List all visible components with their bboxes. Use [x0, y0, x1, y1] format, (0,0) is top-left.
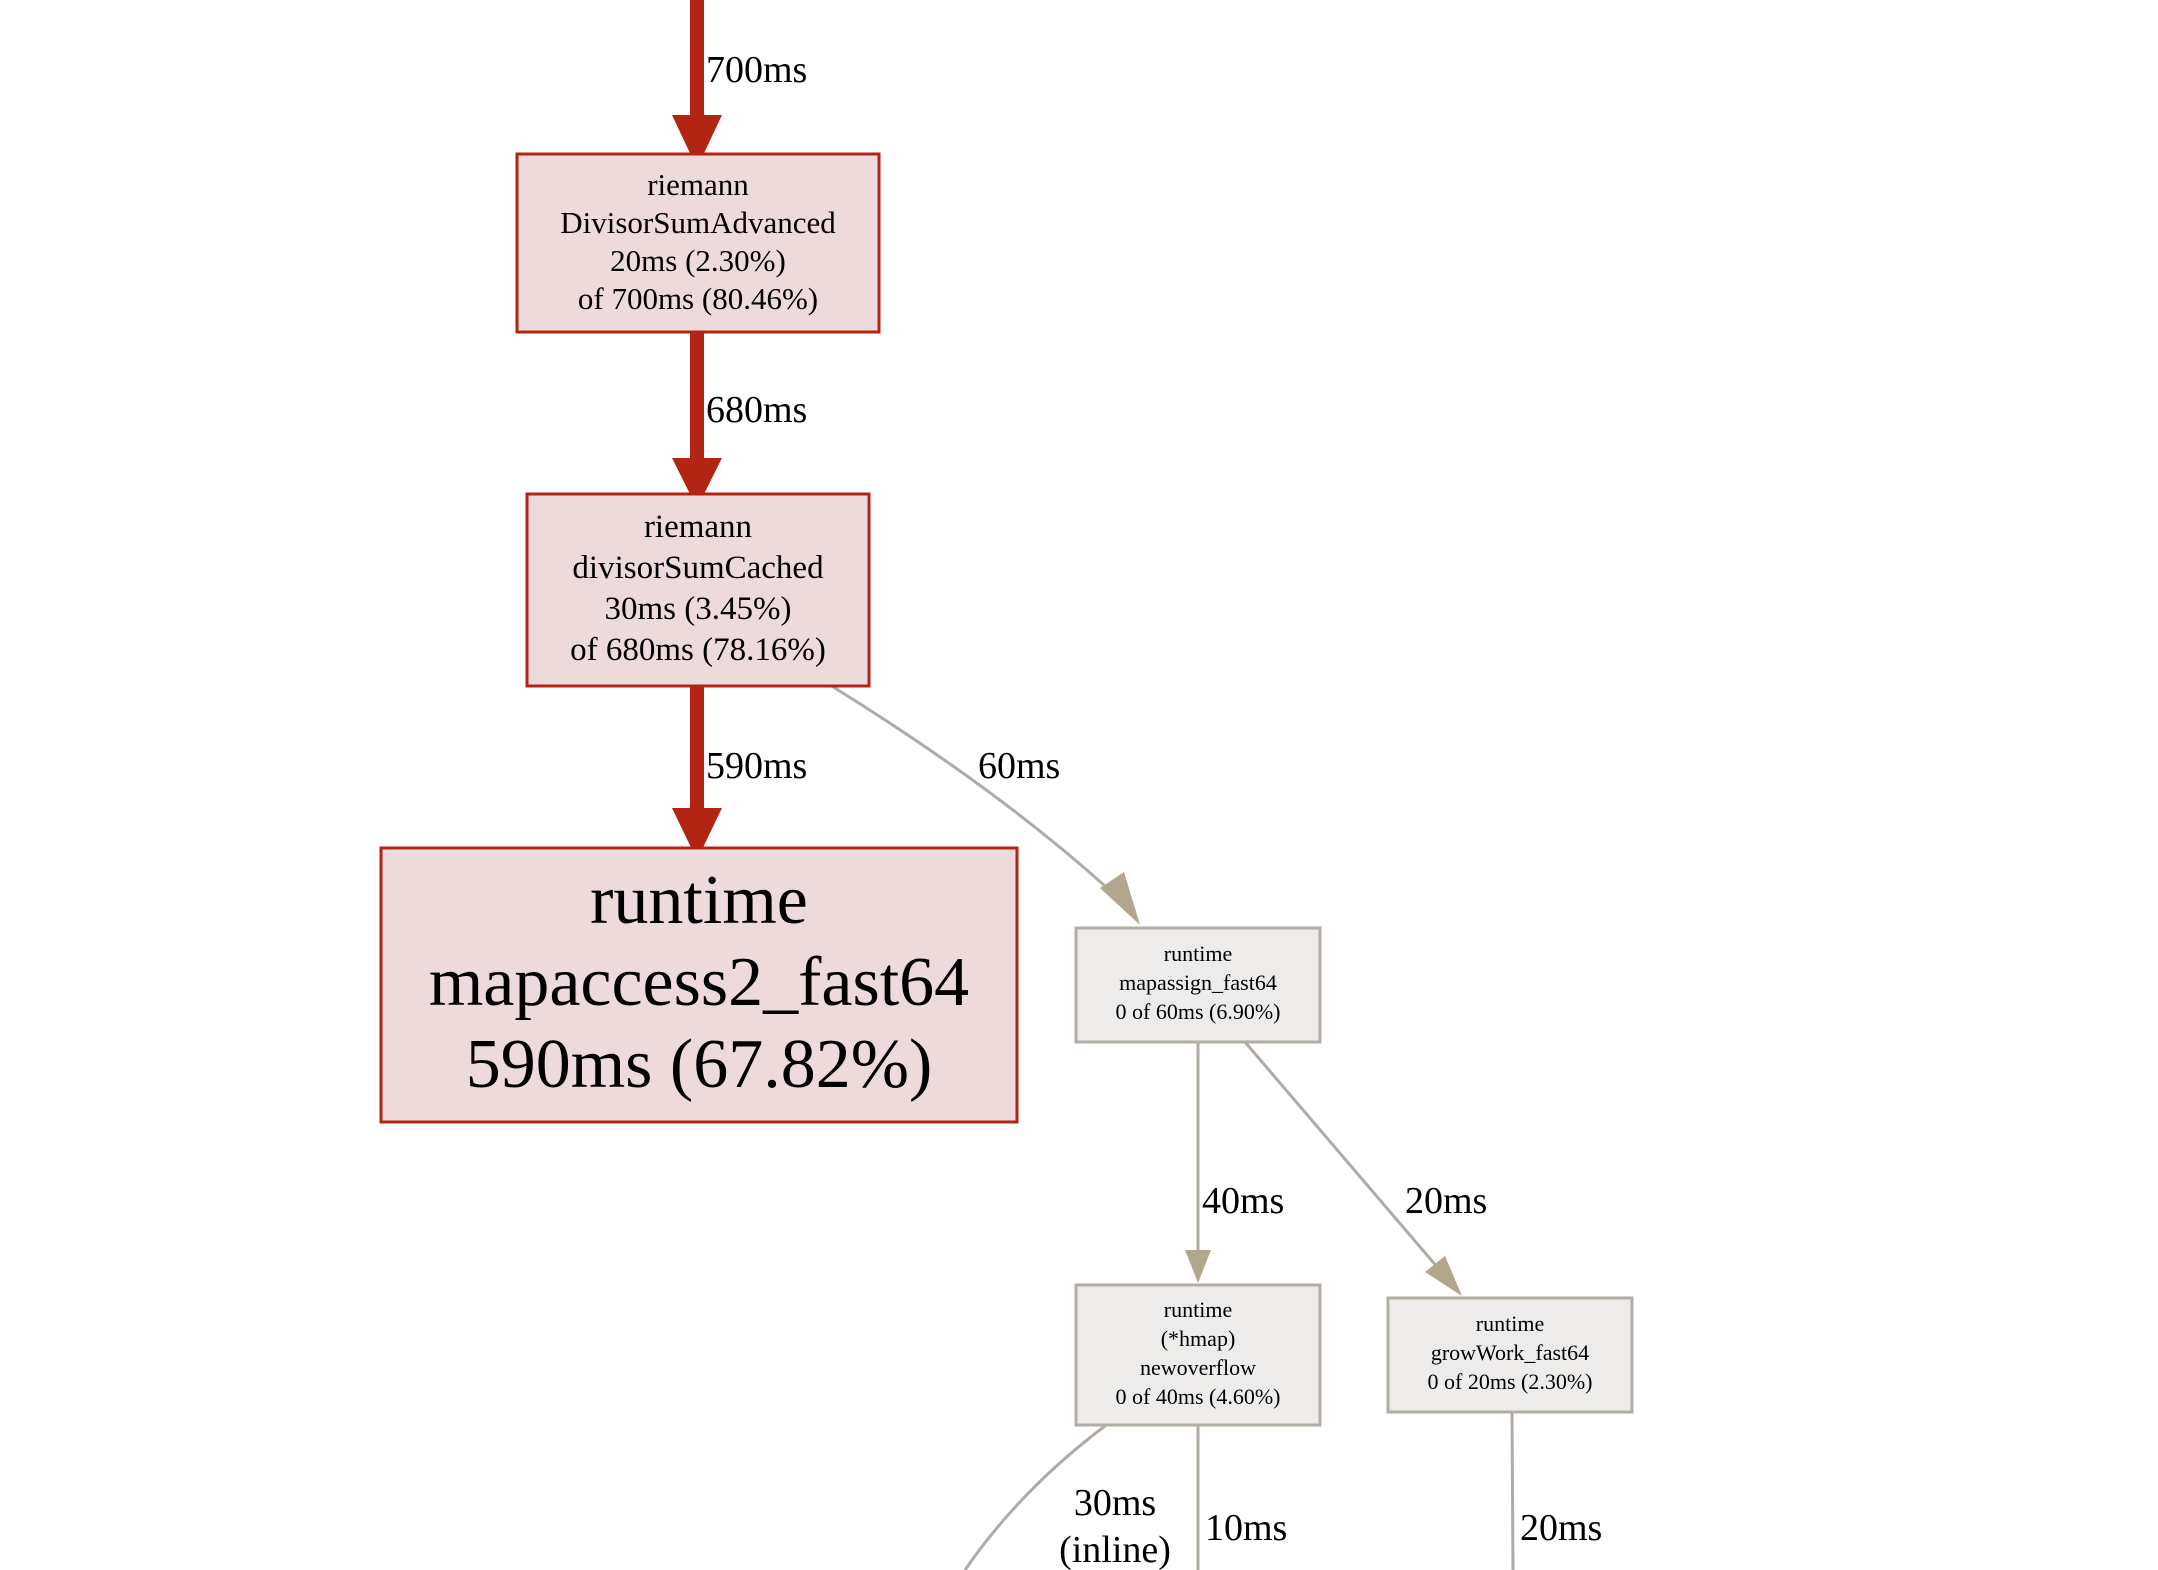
- node-cum: 0 of 40ms (4.60%): [1116, 1384, 1281, 1409]
- edge-advanced-to-cached[interactable]: 680ms: [672, 331, 807, 508]
- node-package: runtime: [1164, 1297, 1232, 1322]
- node-mapaccess2-fast64[interactable]: runtime mapaccess2_fast64 590ms (67.82%): [379, 846, 1019, 1124]
- node-cum: 0 of 20ms (2.30%): [1428, 1369, 1593, 1394]
- node-flat: 590ms (67.82%): [466, 1026, 933, 1103]
- node-package: riemann: [644, 509, 752, 545]
- node-hmap-newoverflow[interactable]: runtime (*hmap) newoverflow 0 of 40ms (4…: [1074, 1283, 1322, 1427]
- edge-label: 590ms: [706, 745, 807, 787]
- edge-mapassign-to-newoverflow[interactable]: 40ms: [1185, 1042, 1284, 1283]
- node-divisor-sum-advanced[interactable]: riemann DivisorSumAdvanced 20ms (2.30%) …: [515, 152, 881, 334]
- nodes: riemann DivisorSumAdvanced 20ms (2.30%) …: [379, 152, 1634, 1427]
- edge-cached-to-mapaccess2[interactable]: 590ms: [672, 685, 807, 860]
- node-package: runtime: [1476, 1311, 1544, 1336]
- edge-newoverflow-out-inline[interactable]: 30ms (inline): [963, 1424, 1171, 1570]
- edge-label: 20ms: [1520, 1507, 1602, 1549]
- node-flat: 30ms (3.45%): [605, 591, 792, 627]
- edge-newoverflow-out[interactable]: 10ms: [1196, 1426, 1287, 1570]
- edge-label: 680ms: [706, 389, 807, 431]
- node-cum: of 680ms (78.16%): [570, 632, 826, 668]
- edges: 700ms 680ms 590ms 60ms 40ms: [672, 0, 1602, 1570]
- edge-label: 10ms: [1205, 1507, 1287, 1549]
- node-package: riemann: [647, 167, 749, 202]
- node-function: growWork_fast64: [1431, 1340, 1589, 1365]
- edge-label: 30ms: [1074, 1482, 1156, 1524]
- node-package: runtime: [590, 862, 808, 939]
- node-cum: of 700ms (80.46%): [578, 281, 818, 316]
- node-function: mapassign_fast64: [1119, 970, 1277, 995]
- edge-label: 60ms: [978, 745, 1060, 787]
- edge-into-divisor-sum-advanced[interactable]: 700ms: [672, 0, 807, 168]
- node-receiver: (*hmap): [1161, 1326, 1236, 1351]
- node-divisor-sum-cached[interactable]: riemann divisorSumCached 30ms (3.45%) of…: [525, 492, 871, 688]
- node-growwork-fast64[interactable]: runtime growWork_fast64 0 of 20ms (2.30%…: [1386, 1296, 1634, 1414]
- node-function: DivisorSumAdvanced: [560, 205, 836, 240]
- edge-mapassign-to-growwork[interactable]: 20ms: [1243, 1041, 1487, 1296]
- node-cum: 0 of 60ms (6.90%): [1116, 999, 1281, 1024]
- node-package: runtime: [1164, 941, 1232, 966]
- edge-label: 20ms: [1405, 1180, 1487, 1222]
- node-flat: 20ms (2.30%): [610, 243, 786, 278]
- node-mapassign-fast64[interactable]: runtime mapassign_fast64 0 of 60ms (6.90…: [1074, 926, 1322, 1044]
- edge-label: 700ms: [706, 49, 807, 91]
- edge-growwork-out[interactable]: 20ms: [1510, 1411, 1602, 1570]
- edge-cached-to-mapassign[interactable]: 60ms: [829, 683, 1140, 925]
- node-function: mapaccess2_fast64: [429, 944, 969, 1021]
- node-function: divisorSumCached: [572, 550, 824, 586]
- edge-label: 40ms: [1202, 1180, 1284, 1222]
- edge-label: (inline): [1059, 1529, 1171, 1570]
- node-function: newoverflow: [1140, 1355, 1256, 1380]
